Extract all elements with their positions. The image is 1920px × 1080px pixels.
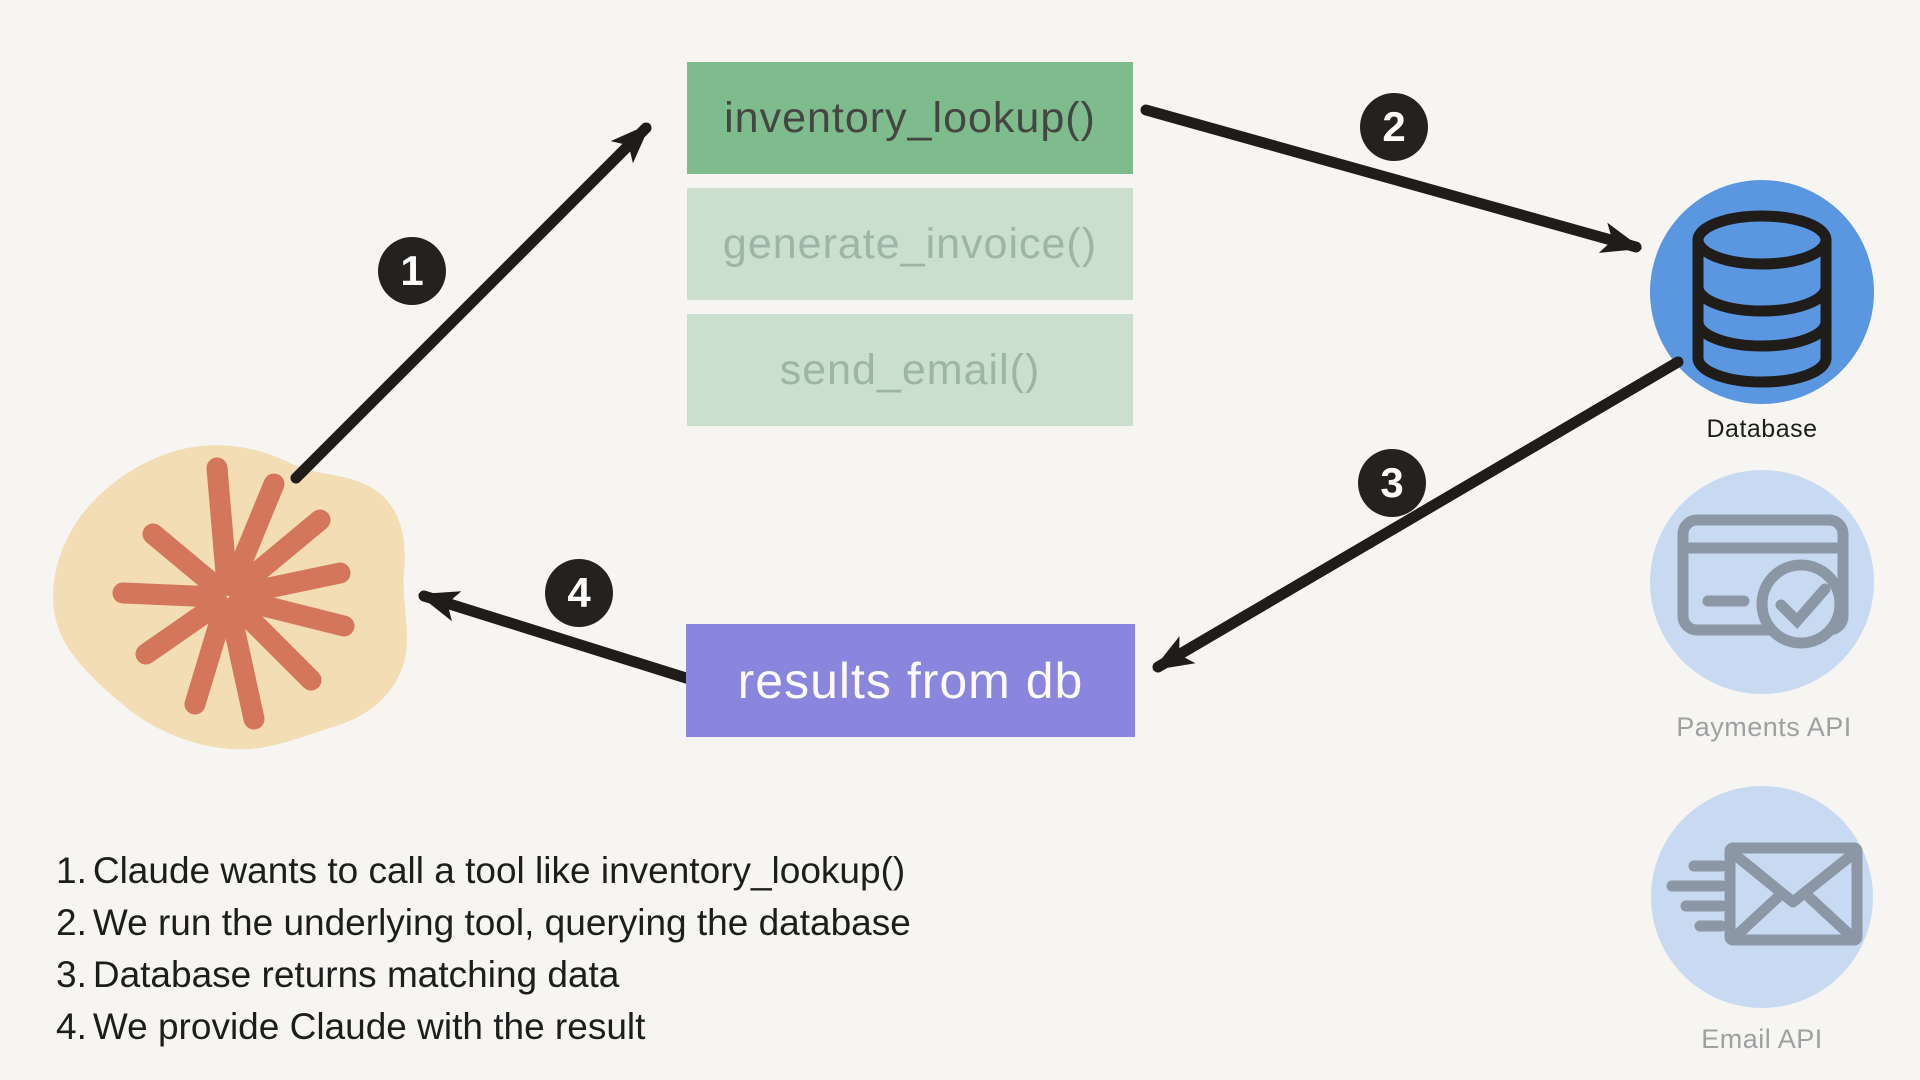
- legend-text: Claude wants to call a tool like invento…: [92, 850, 906, 891]
- tool-box-send-email: send_email(): [687, 314, 1133, 426]
- legend-number: 4.: [56, 1006, 87, 1047]
- step-badge-number: 3: [1380, 459, 1404, 506]
- legend-text: We run the underlying tool, querying the…: [92, 902, 911, 943]
- legend-item-4: 4. We provide Claude with the result: [56, 1001, 911, 1053]
- email-send-icon: [1666, 842, 1863, 946]
- step-badge-number: 2: [1382, 103, 1406, 150]
- service-email: [1651, 786, 1873, 1008]
- tool-box-generate-invoice: generate_invoice(): [687, 188, 1133, 300]
- database-label: Database: [1706, 415, 1818, 443]
- legend-number: 1.: [56, 850, 87, 891]
- database-circle: [1650, 180, 1874, 404]
- tool-label: inventory_lookup(): [724, 93, 1096, 142]
- step-badge-number: 4: [567, 569, 591, 616]
- tool-label: generate_invoice(): [722, 219, 1098, 268]
- arrow-4-results-to-claude: [417, 590, 692, 684]
- step-badge-number: 1: [400, 247, 424, 294]
- step-badge-4: 4: [545, 559, 613, 627]
- arrow-3-database-to-results: [1152, 356, 1684, 673]
- legend-text: We provide Claude with the result: [92, 1006, 646, 1047]
- arrow-1-claude-to-tool: [290, 122, 652, 484]
- claude-starburst-icon: [112, 457, 355, 730]
- claude-logo: [53, 445, 407, 750]
- legend-list: 1. Claude wants to call a tool like inve…: [56, 845, 911, 1053]
- service-database: [1650, 180, 1874, 404]
- step-badge-1: 1: [378, 237, 446, 305]
- legend-item-3: 3. Database returns matching data: [56, 949, 911, 1001]
- legend-number: 3.: [56, 954, 87, 995]
- email-circle: [1651, 786, 1873, 1008]
- legend-item-2: 2. We run the underlying tool, querying …: [56, 897, 911, 949]
- legend-text: Database returns matching data: [92, 954, 620, 995]
- results-from-db-box: results from db: [686, 624, 1135, 737]
- legend-number: 2.: [56, 902, 87, 943]
- step-badge-3: 3: [1358, 449, 1426, 517]
- tool-box-inventory-lookup: inventory_lookup(): [687, 62, 1133, 174]
- database-icon: [1692, 210, 1832, 388]
- payments-api-label: Payments API: [1676, 712, 1852, 742]
- service-payments: [1650, 470, 1874, 694]
- legend-item-1: 1. Claude wants to call a tool like inve…: [56, 845, 911, 897]
- email-api-label: Email API: [1701, 1024, 1823, 1054]
- step-badge-2: 2: [1360, 93, 1428, 161]
- tool-label: send_email(): [779, 345, 1041, 394]
- arrow-2-tool-to-database: [1140, 104, 1643, 253]
- credit-card-check-icon: [1677, 514, 1849, 649]
- results-label: results from db: [737, 652, 1084, 709]
